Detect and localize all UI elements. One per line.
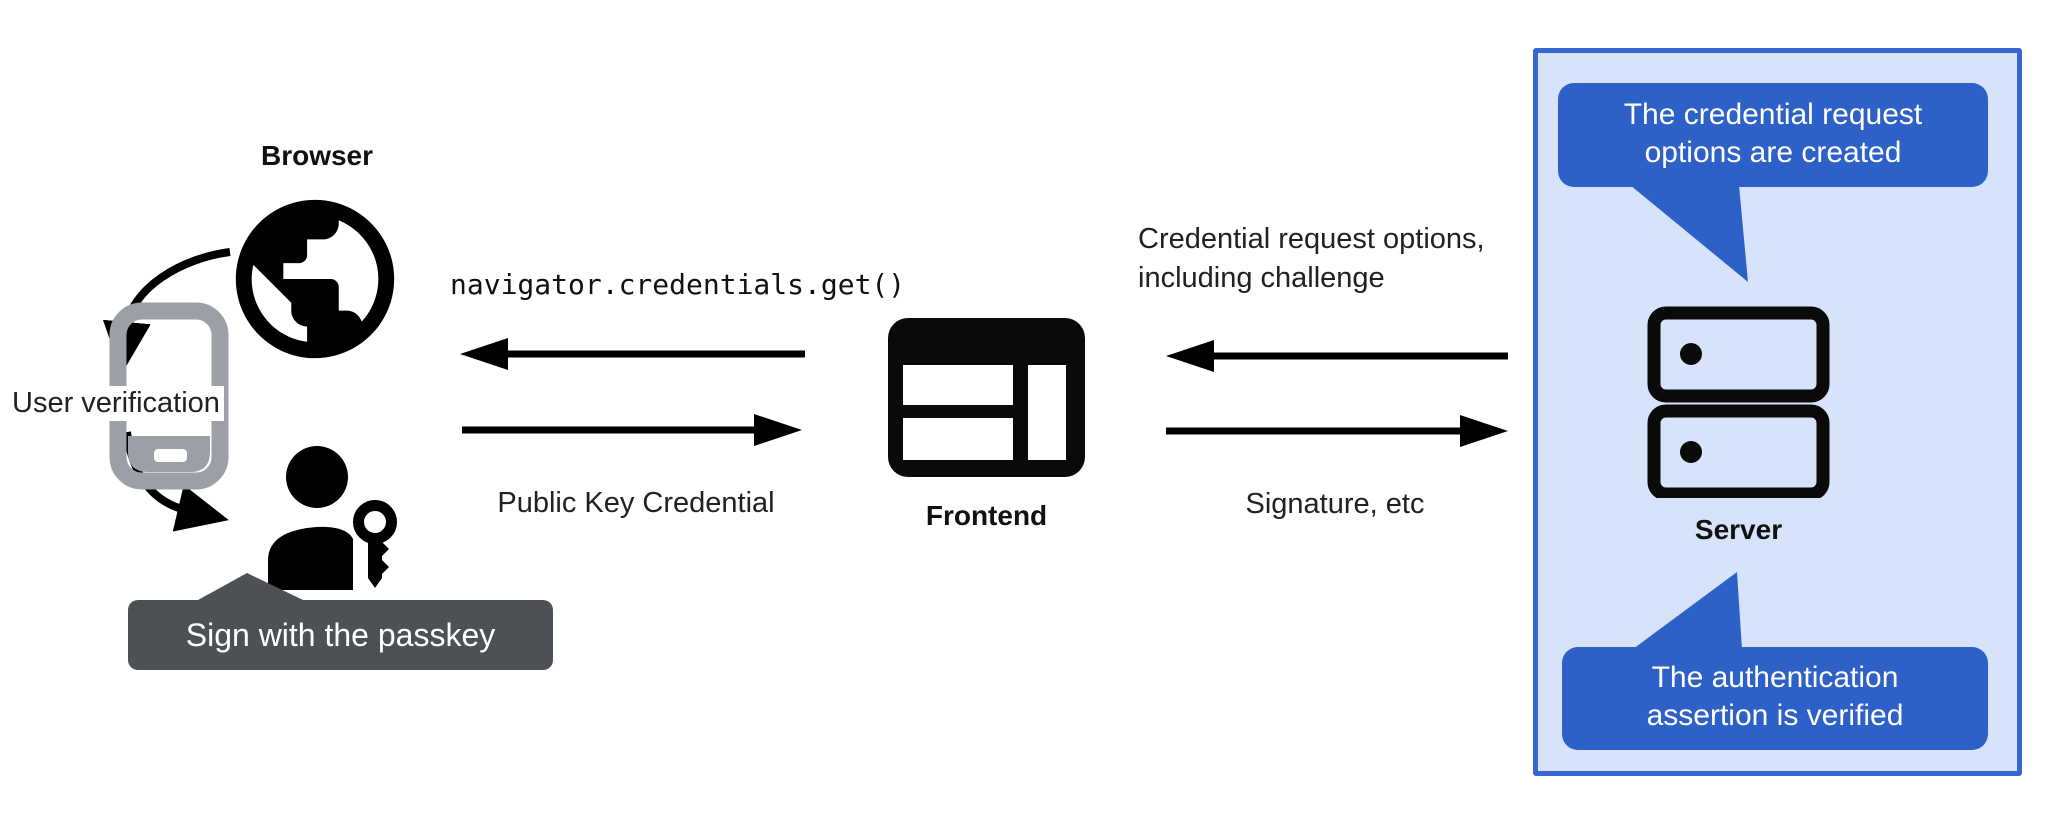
arrow-frontend-to-server <box>1166 415 1508 447</box>
browser-label: Browser <box>260 140 374 171</box>
credential-request-options-label: Credential request options, including ch… <box>1138 220 1538 298</box>
server-label: Server <box>1694 514 1783 545</box>
frontend-window-icon <box>888 318 1085 477</box>
key-ring-icon <box>353 500 397 544</box>
user-verification-label: User verification <box>8 386 224 421</box>
bubble-bottom-tail <box>1633 572 1742 649</box>
passkey-tooltip: Sign with the passkey <box>128 600 553 670</box>
passkey-tooltip-tail <box>198 573 303 600</box>
frontend-label: Frontend <box>925 500 1048 531</box>
arrow-browser-to-frontend <box>462 414 802 446</box>
bubble-top-line1: The credential request <box>1623 98 1923 131</box>
key-stem-icon <box>368 536 389 588</box>
assertion-verified-bubble: The authentication assertion is verified <box>1562 647 1988 750</box>
signature-label: Signature, etc <box>1245 488 1425 520</box>
public-key-credential-label: Public Key Credential <box>497 487 775 519</box>
credential-options-created-bubble: The credential request options are creat… <box>1558 83 1988 187</box>
bubble-top-tail <box>1630 185 1748 282</box>
arrow-frontend-to-browser <box>460 338 805 370</box>
globe-icon <box>235 199 395 359</box>
bubble-bottom-line2: assertion is verified <box>1646 699 1904 732</box>
bubble-bottom-line1: The authentication <box>1651 661 1899 694</box>
navigator-credentials-get-label: navigator.credentials.get() <box>450 268 906 301</box>
credential-request-options-line2: including challenge <box>1138 262 1385 294</box>
credential-request-options-line1: Credential request options, <box>1138 223 1485 255</box>
bubble-top-line2: options are created <box>1644 136 1902 169</box>
arrow-server-to-frontend <box>1166 340 1508 372</box>
server-icon <box>1647 306 1830 498</box>
passkey-person-icon <box>268 446 397 590</box>
